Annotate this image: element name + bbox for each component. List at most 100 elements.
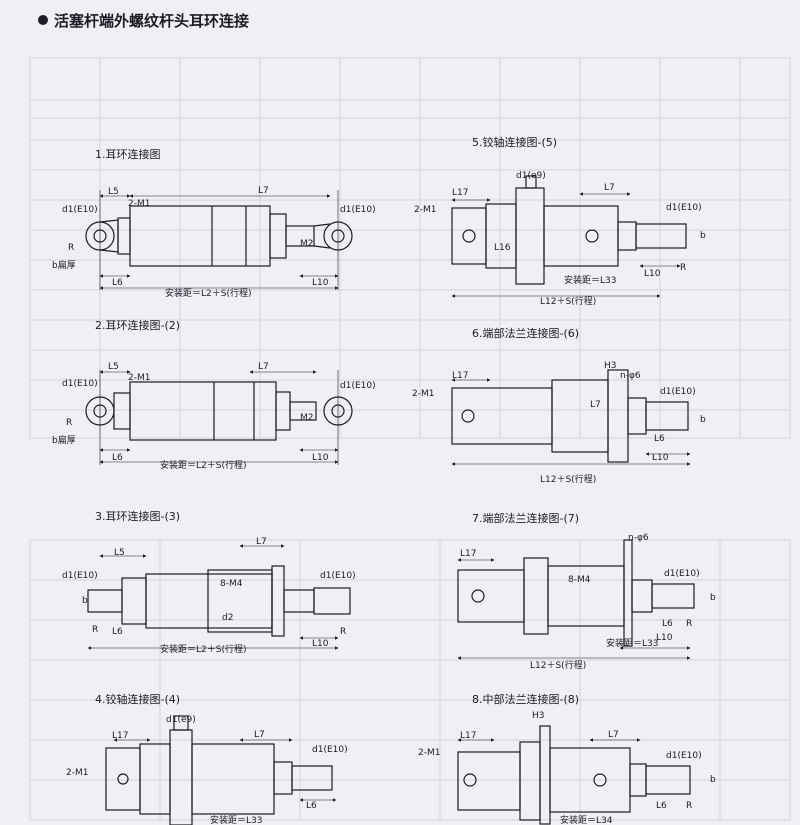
- label-r: R: [340, 627, 346, 637]
- title-text: 活塞杆端外螺纹杆头耳环连接: [54, 12, 250, 30]
- figure-caption: 3.耳环连接图-(3): [95, 510, 181, 523]
- label-l10: L10: [652, 453, 669, 463]
- mount-distance-label: 安装距＝L2＋S(行程): [160, 459, 246, 471]
- label-l6: L6: [306, 801, 317, 811]
- label-d1: d1(E10): [62, 379, 98, 389]
- label-l7: L7: [258, 186, 269, 196]
- label-d1: d1(E10): [62, 205, 98, 215]
- figure-caption: 8.中部法兰连接图-(8): [472, 693, 580, 706]
- fig1-drawing: [85, 190, 353, 290]
- mount-distance-label: 安装距＝L2＋S(行程): [165, 287, 251, 299]
- label-l10: L10: [312, 278, 329, 288]
- label-l5: L5: [108, 362, 119, 372]
- fig5-drawing: [451, 175, 687, 298]
- label-m2: M2: [300, 413, 314, 423]
- label-l7: L7: [608, 730, 619, 740]
- fig2-drawing: [85, 370, 353, 465]
- fig6-drawing: [451, 369, 691, 466]
- label-m1: 2-M1: [128, 199, 150, 209]
- label-b: b: [710, 593, 716, 603]
- label-bflat: b扁厚: [52, 259, 76, 271]
- label-m4: 8-M4: [568, 575, 591, 585]
- mount-distance-label: 安装距＝L33: [606, 637, 658, 649]
- label-l10: L10: [312, 639, 329, 649]
- label-m1: 2-M1: [418, 748, 440, 758]
- label-n-phi: n-φ6: [628, 533, 649, 543]
- label-l17: L17: [112, 731, 128, 741]
- figure-caption: 7.端部法兰连接图-(7): [472, 512, 580, 525]
- figure-caption: 4.铰轴连接图-(4): [95, 693, 181, 706]
- label-h3: H3: [604, 361, 617, 371]
- label-l6: L6: [662, 619, 673, 629]
- label-l5: L5: [108, 187, 119, 197]
- label-r: R: [66, 418, 72, 428]
- label-m1: 2-M1: [128, 373, 150, 383]
- mount-distance-label: 安装距＝L2＋S(行程): [160, 643, 246, 655]
- label-l10: L10: [656, 633, 673, 643]
- fig8-drawing: [457, 725, 691, 825]
- label-d1: d1(E10): [666, 203, 702, 213]
- label-h3: H3: [532, 711, 545, 721]
- label-l17: L17: [460, 731, 476, 741]
- label-m1: 2-M1: [412, 389, 434, 399]
- label-m1: 2-M1: [414, 205, 436, 215]
- label-l7: L7: [604, 183, 615, 193]
- fig7-drawing: [457, 539, 695, 660]
- mount-distance-label: 安装距＝L34: [560, 814, 613, 825]
- label-l6: L6: [112, 453, 123, 463]
- label-d1e9: d1(e9): [166, 715, 196, 725]
- bullet-icon: [38, 15, 48, 25]
- label-l12s: L12＋S(行程): [530, 659, 586, 671]
- mount-distance-label: 安装距＝L33: [564, 274, 616, 286]
- label-d1: d1(E10): [320, 571, 356, 581]
- label-d1: d1(E10): [666, 751, 702, 761]
- label-l7: L7: [258, 362, 269, 372]
- label-b: b: [710, 775, 716, 785]
- label-m2: M2: [300, 239, 314, 249]
- label-d1: d1(E10): [340, 205, 376, 215]
- label-r: R: [68, 243, 74, 253]
- label-l6: L6: [654, 434, 665, 444]
- label-d1: d1(E10): [340, 381, 376, 391]
- label-l17: L17: [460, 549, 476, 559]
- label-l12s: L12＋S(行程): [540, 473, 596, 485]
- label-b: b: [700, 231, 706, 241]
- label-r: R: [686, 801, 692, 811]
- label-b: b: [82, 596, 88, 606]
- mount-distance-label: 安装距＝L33: [210, 814, 262, 825]
- fig3-drawing: [87, 544, 351, 650]
- label-m1: 2-M1: [66, 768, 88, 778]
- label-m4: 8-M4: [220, 579, 243, 589]
- label-d1: d1(E10): [62, 571, 98, 581]
- figure-caption: 2.耳环连接图-(2): [95, 319, 181, 332]
- label-l6: L6: [656, 801, 667, 811]
- figure-caption: 1.耳环连接图: [95, 148, 161, 161]
- label-l7: L7: [254, 730, 265, 740]
- label-d1e9: d1(e9): [516, 171, 546, 181]
- label-d2: d2: [222, 613, 233, 623]
- label-l7: L7: [590, 400, 601, 410]
- label-l17: L17: [452, 188, 468, 198]
- label-bflat: b扁厚: [52, 434, 76, 446]
- page-title: 活塞杆端外螺纹杆头耳环连接: [38, 10, 249, 31]
- label-l10: L10: [644, 269, 661, 279]
- label-d1: d1(E10): [660, 387, 696, 397]
- label-r: R: [92, 625, 98, 635]
- figure-caption: 5.铰轴连接图-(5): [472, 136, 558, 149]
- label-l6: L6: [112, 278, 123, 288]
- label-r: R: [686, 619, 692, 629]
- label-l12s: L12＋S(行程): [540, 295, 596, 307]
- label-d1: d1(E10): [312, 745, 348, 755]
- figure-caption: 6.端部法兰连接图-(6): [472, 327, 580, 340]
- label-l7: L7: [256, 537, 267, 547]
- label-l5: L5: [114, 548, 125, 558]
- label-n-phi: n-φ6: [620, 371, 641, 381]
- label-l6: L6: [112, 627, 123, 637]
- label-d1: d1(E10): [664, 569, 700, 579]
- label-l16: L16: [494, 243, 511, 253]
- label-r: R: [680, 263, 686, 273]
- label-l10: L10: [312, 453, 329, 463]
- fig4-drawing: [105, 715, 337, 825]
